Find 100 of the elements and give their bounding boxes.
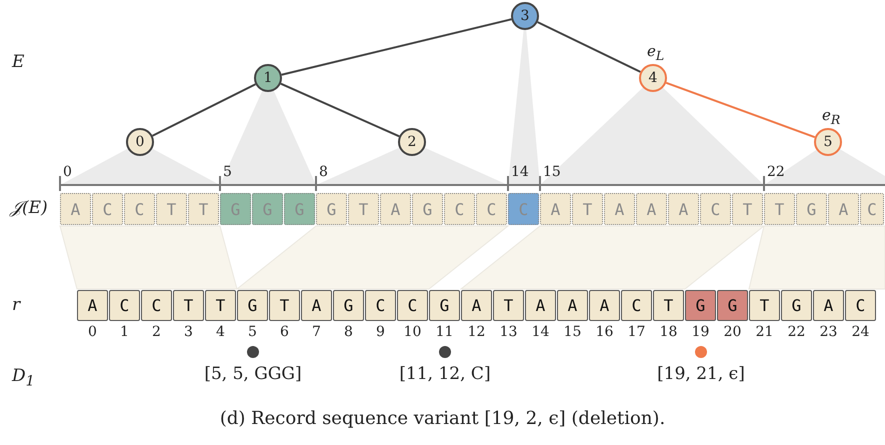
index-number: 23 — [818, 325, 838, 339]
index-number: 0 — [87, 325, 98, 339]
sequence-cell: A — [380, 193, 411, 225]
index-number: 17 — [626, 325, 646, 339]
sequence-cell: T — [173, 290, 204, 321]
sequence-cell: G — [717, 290, 748, 321]
index-number: 4 — [215, 325, 226, 339]
sequence-cell: C — [124, 193, 155, 225]
sequence-cell: T — [493, 290, 524, 321]
index-number: 9 — [375, 325, 386, 339]
index-number: 2 — [151, 325, 162, 339]
ruler-number: 14 — [511, 165, 529, 179]
row-label: r — [12, 297, 20, 314]
sequence-cell: G — [237, 290, 268, 321]
sequence-cell: G — [412, 193, 443, 225]
index-number: 22 — [786, 325, 806, 339]
row-label: 𝒥(E) — [10, 200, 48, 217]
sequence-cell: A — [636, 193, 667, 225]
sequence-cell: T — [348, 193, 379, 225]
sequence-cell: T — [156, 193, 187, 225]
index-number: 11 — [434, 325, 454, 339]
tree-node-circle: 0 — [126, 128, 154, 156]
variant-record: [11, 12, C] — [398, 366, 492, 383]
node-annotation: e$_{L}$ — [647, 44, 664, 62]
variant-record: [5, 5, GGG] — [203, 366, 303, 383]
tree-edge — [152, 83, 256, 137]
sequence-cell: A — [604, 193, 635, 225]
tree-edge — [281, 18, 512, 76]
sequence-cell: A — [77, 290, 108, 321]
row-label: E — [12, 54, 24, 71]
sequence-cell: C — [621, 290, 652, 321]
sequence-cell: C — [141, 290, 172, 321]
sequence-cell: C — [476, 193, 507, 225]
index-number: 3 — [183, 325, 194, 339]
index-number: 5 — [247, 325, 258, 339]
tree-edge — [537, 21, 641, 73]
sequence-cell: G — [796, 193, 827, 225]
sequence-cell: C — [700, 193, 731, 225]
sequence-cell: G — [333, 290, 364, 321]
sequence-cell: T — [764, 193, 795, 225]
sequence-cell: G — [781, 290, 812, 321]
tree-node-circle: 2 — [398, 128, 426, 156]
sequence-cell: G — [429, 290, 460, 321]
sequence-cell: A — [60, 193, 91, 225]
index-number: 10 — [402, 325, 422, 339]
tree-edge — [280, 82, 400, 138]
sequence-cell: A — [813, 290, 844, 321]
node-annotation: e$_{R}$ — [822, 108, 840, 126]
sequence-cell: T — [269, 290, 300, 321]
index-number: 15 — [562, 325, 582, 339]
tree-node-circle: 5 — [814, 128, 842, 156]
tree-node-circle: 4 — [639, 64, 667, 92]
sequence-cell: T — [188, 193, 219, 225]
index-number: 1 — [119, 325, 130, 339]
tree-node-circle: 3 — [511, 2, 539, 30]
index-number: 16 — [594, 325, 614, 339]
sequence-cell: A — [540, 193, 571, 225]
sequence-cell: G — [685, 290, 716, 321]
index-number: 7 — [311, 325, 322, 339]
sequence-cell: A — [525, 290, 556, 321]
sequence-cell: A — [828, 193, 859, 225]
row-label: D$_{1}$ — [12, 368, 35, 389]
index-number: 6 — [279, 325, 290, 339]
sequence-cell: A — [589, 290, 620, 321]
index-number: 18 — [658, 325, 678, 339]
sequence-cell: C — [92, 193, 123, 225]
variant-record: [19, 21, ϵ] — [656, 366, 746, 383]
sequence-cell: A — [668, 193, 699, 225]
sequence-cell: A — [461, 290, 492, 321]
ruler-number: 8 — [319, 165, 328, 179]
sequence-cell: T — [653, 290, 684, 321]
sequence-cell: T — [749, 290, 780, 321]
index-number: 20 — [722, 325, 742, 339]
ruler-number: 15 — [543, 165, 561, 179]
ruler-number: 5 — [223, 165, 232, 179]
sequence-cell: C — [860, 193, 884, 225]
tree-node-circle: 1 — [254, 64, 282, 92]
sequence-cell: C — [397, 290, 428, 321]
sequence-cell: C — [845, 290, 876, 321]
sequence-cell: C — [508, 193, 539, 225]
sequence-cell: A — [301, 290, 332, 321]
index-number: 21 — [754, 325, 774, 339]
index-number: 19 — [690, 325, 710, 339]
sequence-cell: T — [205, 290, 236, 321]
ruler-number: 22 — [767, 165, 785, 179]
index-number: 14 — [530, 325, 550, 339]
index-number: 12 — [466, 325, 486, 339]
sequence-cell: T — [732, 193, 763, 225]
index-number: 24 — [850, 325, 870, 339]
caption: (d) Record sequence variant [19, 2, ϵ] (deletion). — [218, 410, 666, 428]
sequence-cell: C — [109, 290, 140, 321]
sequence-cell: C — [365, 290, 396, 321]
tree-edge — [666, 82, 816, 138]
sequence-cell: T — [572, 193, 603, 225]
sequence-cell: C — [444, 193, 475, 225]
ruler-number: 0 — [63, 165, 72, 179]
sequence-cell: G — [316, 193, 347, 225]
index-number: 8 — [343, 325, 354, 339]
sequence-cell: A — [557, 290, 588, 321]
index-number: 13 — [498, 325, 518, 339]
